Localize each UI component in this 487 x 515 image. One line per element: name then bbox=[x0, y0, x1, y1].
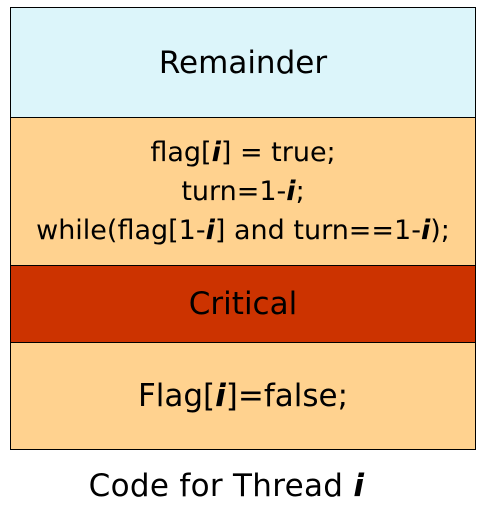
exit-line-pre: Flag[ bbox=[137, 378, 216, 414]
entry-line-3-post: ); bbox=[430, 215, 450, 246]
remainder-section: Remainder bbox=[10, 7, 476, 118]
variable-i: i bbox=[215, 378, 226, 414]
critical-section: Critical bbox=[10, 265, 476, 343]
entry-line-3-pre: while(flag[1- bbox=[36, 215, 206, 246]
variable-i: i bbox=[420, 215, 431, 246]
entry-line-1-post: ] = true; bbox=[220, 137, 336, 168]
caption-text: Code for Thread bbox=[88, 468, 354, 504]
variable-i: i bbox=[353, 468, 365, 504]
entry-line-2-post: ; bbox=[295, 176, 305, 207]
variable-i: i bbox=[205, 215, 215, 246]
exit-line-post: ]=false; bbox=[225, 378, 349, 414]
entry-line-3: while(flag[1-i] and turn==1-i); bbox=[36, 211, 450, 250]
entry-section: flag[i] = true; turn=1-i; while(flag[1-i… bbox=[10, 117, 476, 266]
entry-line-1-pre: flag[ bbox=[150, 137, 212, 168]
entry-line-2: turn=1-i; bbox=[181, 172, 304, 211]
entry-line-1: flag[i] = true; bbox=[150, 133, 335, 172]
variable-i: i bbox=[211, 137, 221, 168]
entry-line-2-pre: turn=1- bbox=[181, 176, 287, 207]
diagram-caption: Code for Thread i bbox=[0, 468, 453, 504]
exit-section: Flag[i]=false; bbox=[10, 342, 476, 450]
variable-i: i bbox=[286, 176, 296, 207]
remainder-label: Remainder bbox=[158, 44, 328, 81]
critical-label: Critical bbox=[188, 286, 298, 322]
entry-line-3-mid: ] and turn==1- bbox=[214, 215, 421, 246]
exit-line: Flag[i]=false; bbox=[138, 378, 348, 414]
